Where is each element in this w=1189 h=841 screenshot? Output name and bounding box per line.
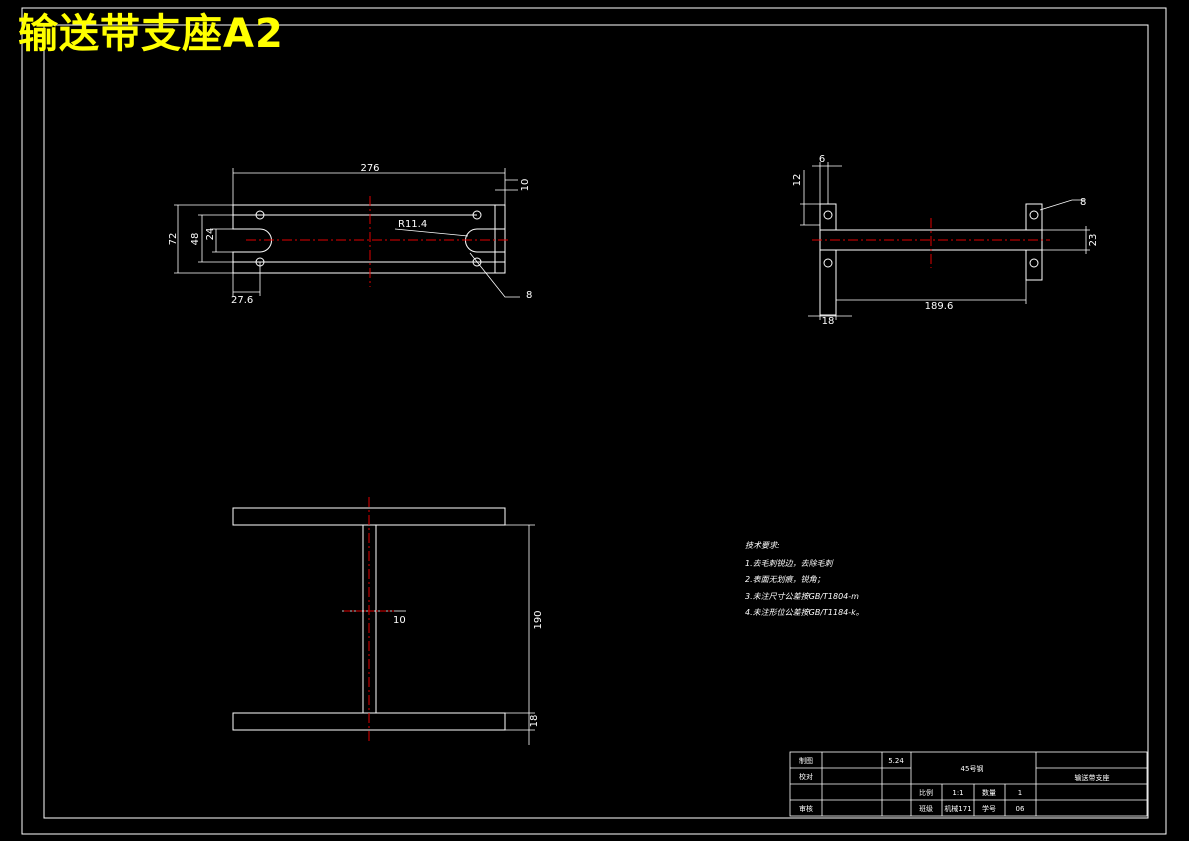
sheet-outer-border [21,7,1167,835]
tb-drawn-date: 5.24 [888,757,904,765]
drawing-title: 输送带支座A2 [18,11,284,57]
side-dim-hole: 8 [1080,197,1086,208]
side-right-flange-top [1025,203,1043,231]
top-dim-web: 10 [393,615,406,626]
side-dim-base: 18 [822,316,835,327]
front-dim-flange: 10 [520,179,531,192]
tb-no-label: 学号 [982,804,996,813]
front-dim-slot: 24 [205,228,216,241]
side-centerlines [812,218,1050,268]
tb-part-name: 输送带支座 [1075,773,1110,782]
top-dim-lines [342,524,535,745]
note-2: 2.表面无划痕，锐角； [745,575,825,584]
side-dim-span: 189.6 [925,301,954,312]
tb-approved-label: 审核 [799,804,813,813]
side-left-flange-top [819,203,837,231]
front-view-web-lines [233,205,505,273]
top-centerlines [344,497,394,744]
sheet-inner-border [43,24,1149,819]
tb-qty-label: 数量 [982,788,996,797]
tb-drawn-label: 制图 [799,756,813,765]
front-dim-length: 276 [360,163,379,174]
note-3: 3.未注尺寸公差按GB/T1804-m [745,592,859,601]
side-dim-hole-offset: 12 [792,174,803,187]
front-dim-offset: 27.6 [231,295,253,306]
tb-scale-value: 1:1 [952,789,963,797]
top-dim-flange: 18 [529,715,540,728]
side-view [800,162,1090,320]
side-right-flange-bottom [1025,249,1043,281]
note-1: 1.去毛刺锐边，去除毛刺 [745,559,833,568]
front-dim-radius: R11.4 [398,219,427,230]
tb-material: 45号钢 [961,764,984,773]
front-dim-height-outer: 72 [168,233,179,246]
front-hole-2 [472,210,482,220]
side-hole-3 [1029,210,1039,220]
side-hole-4 [1029,258,1039,268]
tb-scale-label: 比例 [919,788,933,797]
side-dim-thickness: 6 [819,154,825,165]
front-hole-1 [255,210,265,220]
front-centerlines [246,196,510,287]
front-view-outline [232,204,506,274]
front-hole-4 [472,257,482,267]
front-dim-height-inner: 48 [190,233,201,246]
title-block [789,751,1148,817]
note-4: 4.未注形位公差按GB/T1184-k。 [745,608,864,617]
tb-qty-value: 1 [1018,789,1022,797]
tb-class-value: 机械171 [944,804,971,813]
side-hole-1 [823,210,833,220]
side-dim-lines [800,162,1090,320]
top-dim-height: 190 [533,610,544,629]
note-heading: 技术要求: [745,541,780,550]
front-dim-hole: 8 [526,290,532,301]
side-left-flange-bottom [819,249,837,316]
tb-class-label: 班级 [919,804,933,813]
tb-no-value: 06 [1016,805,1025,813]
side-dim-web: 23 [1088,234,1099,247]
front-view [174,168,520,298]
side-hole-2 [823,258,833,268]
top-view [232,507,535,745]
tb-checked-label: 校对 [799,772,813,781]
front-dim-lines [174,168,520,298]
